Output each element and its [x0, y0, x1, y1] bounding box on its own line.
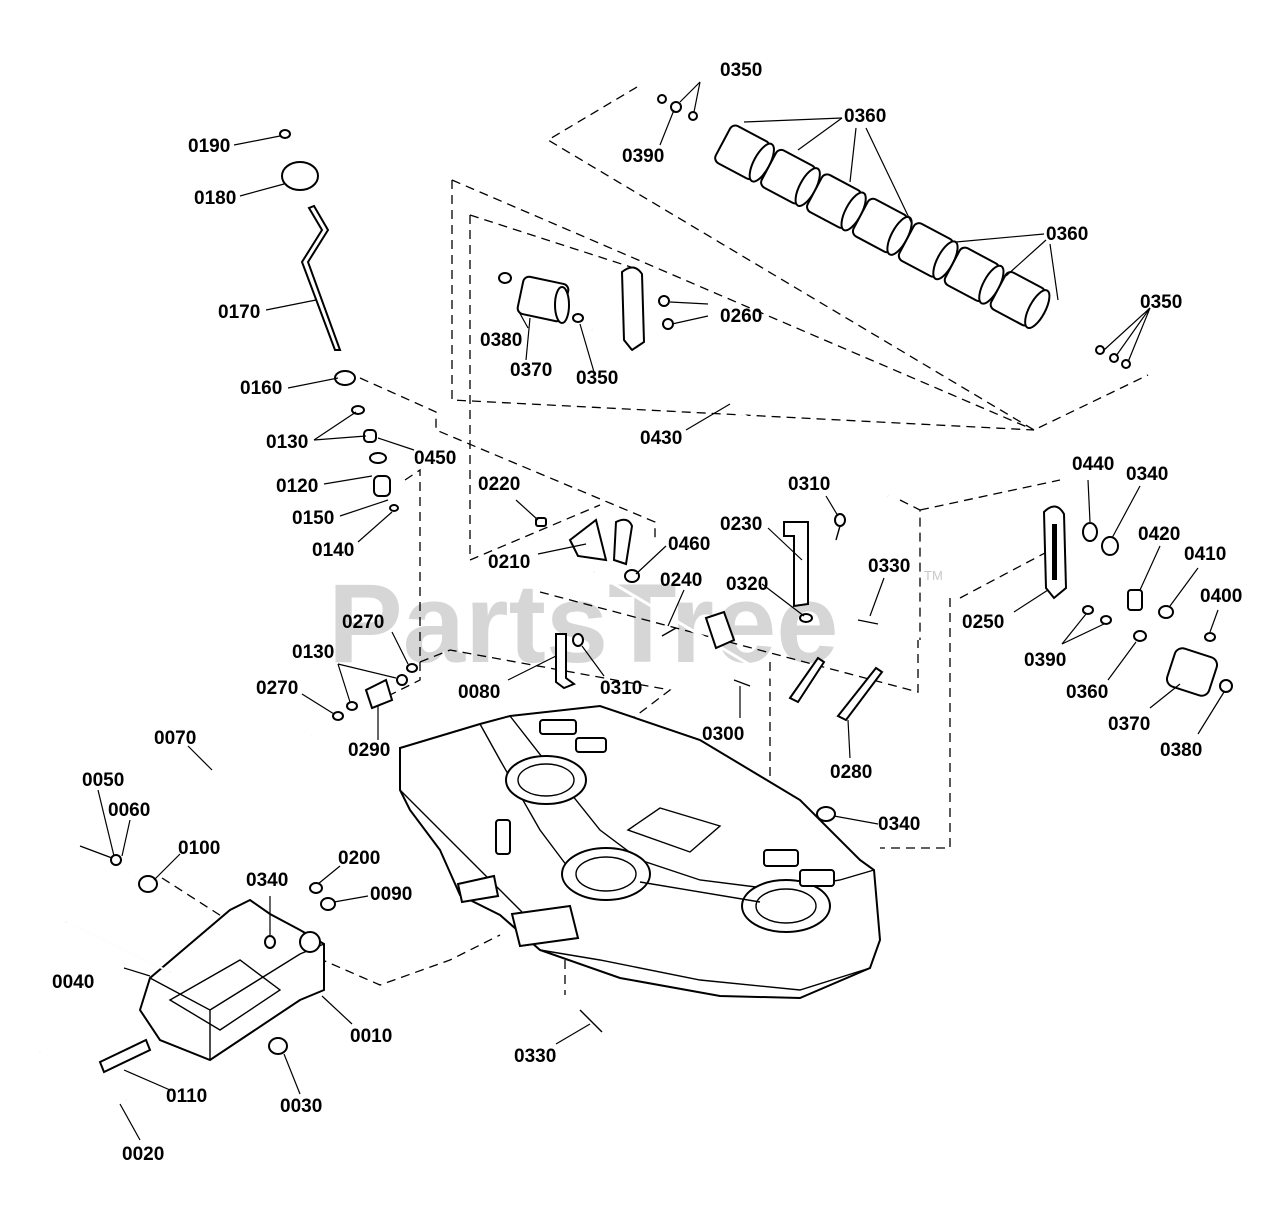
label-0230: 0230 — [720, 514, 762, 535]
label-0180: 0180 — [194, 188, 236, 209]
label-0210: 0210 — [488, 552, 530, 573]
label-0270b: 0270 — [256, 678, 298, 699]
label-0460: 0460 — [668, 534, 710, 555]
label-0080: 0080 — [458, 682, 500, 703]
label-0240: 0240 — [660, 570, 702, 591]
label-0310a: 0310 — [788, 474, 830, 495]
label-0110: 0110 — [166, 1086, 207, 1107]
label-0020: 0020 — [122, 1144, 164, 1165]
label-0370b: 0370 — [1108, 714, 1150, 735]
label-0340a: 0340 — [1126, 464, 1168, 485]
label-0380b: 0380 — [1160, 740, 1202, 761]
label-0370a: 0370 — [510, 360, 552, 381]
watermark-trademark: TM — [924, 568, 943, 583]
label-0260: 0260 — [720, 306, 762, 327]
label-0030: 0030 — [280, 1096, 322, 1117]
top-roller-set — [657, 94, 1131, 369]
label-0130b: 0130 — [292, 642, 334, 663]
mower-deck — [399, 704, 882, 1033]
center-linkage — [535, 513, 884, 722]
label-0060: 0060 — [108, 800, 150, 821]
label-0100: 0100 — [178, 838, 220, 859]
label-0150: 0150 — [292, 508, 334, 529]
label-0420: 0420 — [1138, 524, 1180, 545]
label-0360a: 0360 — [844, 106, 886, 127]
label-0390b: 0390 — [1024, 650, 1066, 671]
label-0340c: 0340 — [878, 814, 920, 835]
label-0130a: 0130 — [266, 432, 308, 453]
label-0380a: 0380 — [480, 330, 522, 351]
label-0350a: 0350 — [720, 60, 762, 81]
label-0340b: 0340 — [246, 870, 288, 891]
label-0120: 0120 — [276, 476, 318, 497]
label-0450: 0450 — [414, 448, 456, 469]
label-0050: 0050 — [82, 770, 124, 791]
label-0270a: 0270 — [342, 612, 384, 633]
label-0250: 0250 — [962, 612, 1004, 633]
label-0220: 0220 — [478, 474, 520, 495]
label-0360b: 0360 — [1046, 224, 1088, 245]
label-0360c: 0360 — [1066, 682, 1108, 703]
label-0410: 0410 — [1184, 544, 1226, 565]
label-0400: 0400 — [1200, 586, 1242, 607]
label-0070: 0070 — [154, 728, 196, 749]
label-0300: 0300 — [702, 724, 744, 745]
label-0320: 0320 — [726, 574, 768, 595]
front-linkage-parts — [332, 633, 584, 721]
label-0190: 0190 — [188, 136, 230, 157]
part-labels: 0350 0360 0390 0360 0350 0190 0180 0170 … — [52, 60, 1242, 1165]
label-0330a: 0330 — [868, 556, 910, 577]
assembly-dashed-outlines — [161, 86, 1149, 995]
label-0040: 0040 — [52, 972, 94, 993]
label-0200: 0200 — [338, 848, 380, 869]
lift-handle-assembly — [279, 129, 399, 512]
label-0140: 0140 — [312, 540, 354, 561]
left-roller-bracket — [498, 266, 889, 498]
label-0290: 0290 — [348, 740, 390, 761]
label-0170: 0170 — [218, 302, 260, 323]
lift-bracket-assembly — [39, 882, 336, 1101]
label-0160: 0160 — [240, 378, 282, 399]
label-0390a: 0390 — [622, 146, 664, 167]
label-0430: 0430 — [640, 428, 682, 449]
label-0090: 0090 — [370, 884, 412, 905]
label-0440: 0440 — [1072, 454, 1114, 475]
connecting-rod — [79, 734, 313, 893]
leader-lines — [97, 81, 1225, 1141]
label-0310b: 0310 — [600, 678, 642, 699]
label-0010: 0010 — [350, 1026, 392, 1047]
label-0350c: 0350 — [576, 368, 618, 389]
label-0330b: 0330 — [514, 1046, 556, 1067]
label-0350b: 0350 — [1140, 292, 1182, 313]
label-0280: 0280 — [830, 762, 872, 783]
